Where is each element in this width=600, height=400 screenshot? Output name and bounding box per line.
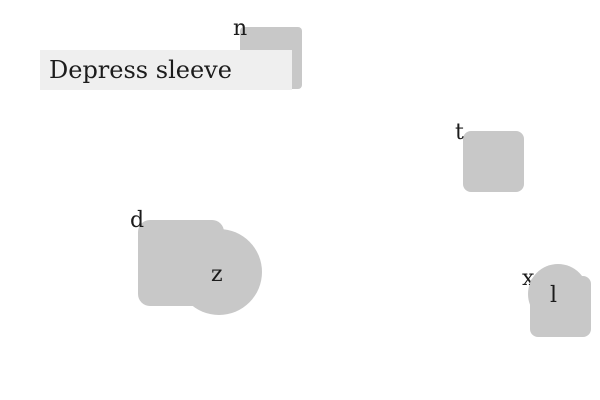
target-l-square[interactable] [530,276,591,337]
target-z-label: z [211,262,223,287]
target-n-label: n [233,16,248,41]
target-l-label: l [550,283,558,308]
tooltip: Depress sleeve [40,50,292,90]
target-z-circle[interactable] [176,229,262,315]
target-t-square[interactable] [463,131,524,192]
target-d-label: d [130,208,145,233]
target-t-label: t [455,120,464,145]
